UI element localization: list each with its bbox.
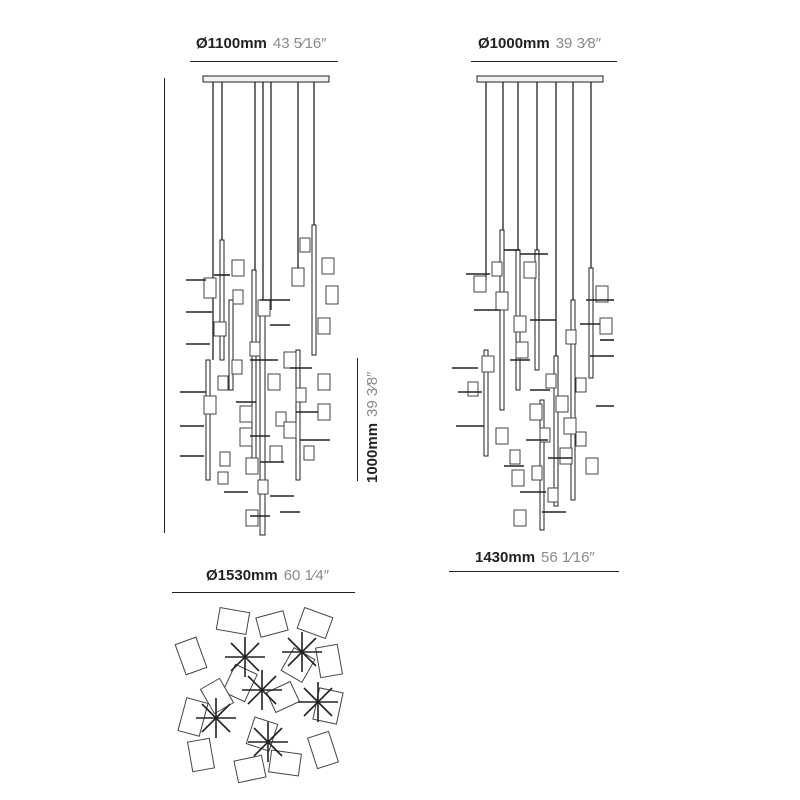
star-cluster <box>298 682 338 722</box>
fixture-a-diameter-inch: 43 5⁄16″ <box>272 35 327 52</box>
star-cluster <box>242 670 282 710</box>
fixture-b-diameter-label: Ø1000mm 39 3⁄8″ <box>478 35 601 52</box>
top-view-diameter-line <box>172 592 355 593</box>
fixture-b-panels <box>467 261 613 527</box>
fixture-a-panels <box>203 237 339 527</box>
top-view-plan <box>174 606 344 784</box>
star-cluster <box>248 722 288 762</box>
star-cluster <box>196 698 236 738</box>
top-view-panels <box>174 606 344 784</box>
fixture-a-elevation <box>180 75 339 536</box>
fixture-b-height-inch: 56 1⁄16″ <box>541 549 595 566</box>
top-view-star-clusters <box>196 632 338 762</box>
top-view-diameter-inch: 60 1⁄4″ <box>283 567 330 584</box>
fixture-a-crystals <box>180 274 330 517</box>
fixture-b-diameter-mm: Ø1000mm <box>478 35 550 52</box>
fixture-b-height-line <box>449 571 619 572</box>
fixture-a-diameter-label: Ø1100mm 43 5⁄16″ <box>196 35 327 52</box>
drop-height-line <box>357 358 358 481</box>
top-view-diameter-mm: Ø1530mm <box>206 567 278 584</box>
fixture-b-crystals <box>452 249 614 513</box>
fixture-b-height-mm: 1430mm <box>475 549 536 566</box>
fixture-a-cables <box>212 82 315 460</box>
top-view-diameter-label: Ø1530mm 60 1⁄4″ <box>206 567 329 584</box>
fixture-b-elevation <box>452 75 614 531</box>
fixture-b-canopy <box>476 75 604 83</box>
star-cluster <box>282 632 322 672</box>
star-cluster <box>225 637 265 677</box>
fixture-a-canopy <box>202 75 330 83</box>
fixture-b-diameter-inch: 39 3⁄8″ <box>555 35 602 52</box>
fixture-a-rods <box>205 224 317 536</box>
fixture-a-diameter-mm: Ø1100mm <box>196 35 267 52</box>
overall-height-line <box>164 78 165 533</box>
fixture-b-diameter-line <box>471 61 617 62</box>
fixture-a-diameter-line <box>190 61 338 62</box>
fixture-b-height-label: 1430mm 56 1⁄16″ <box>475 549 595 566</box>
